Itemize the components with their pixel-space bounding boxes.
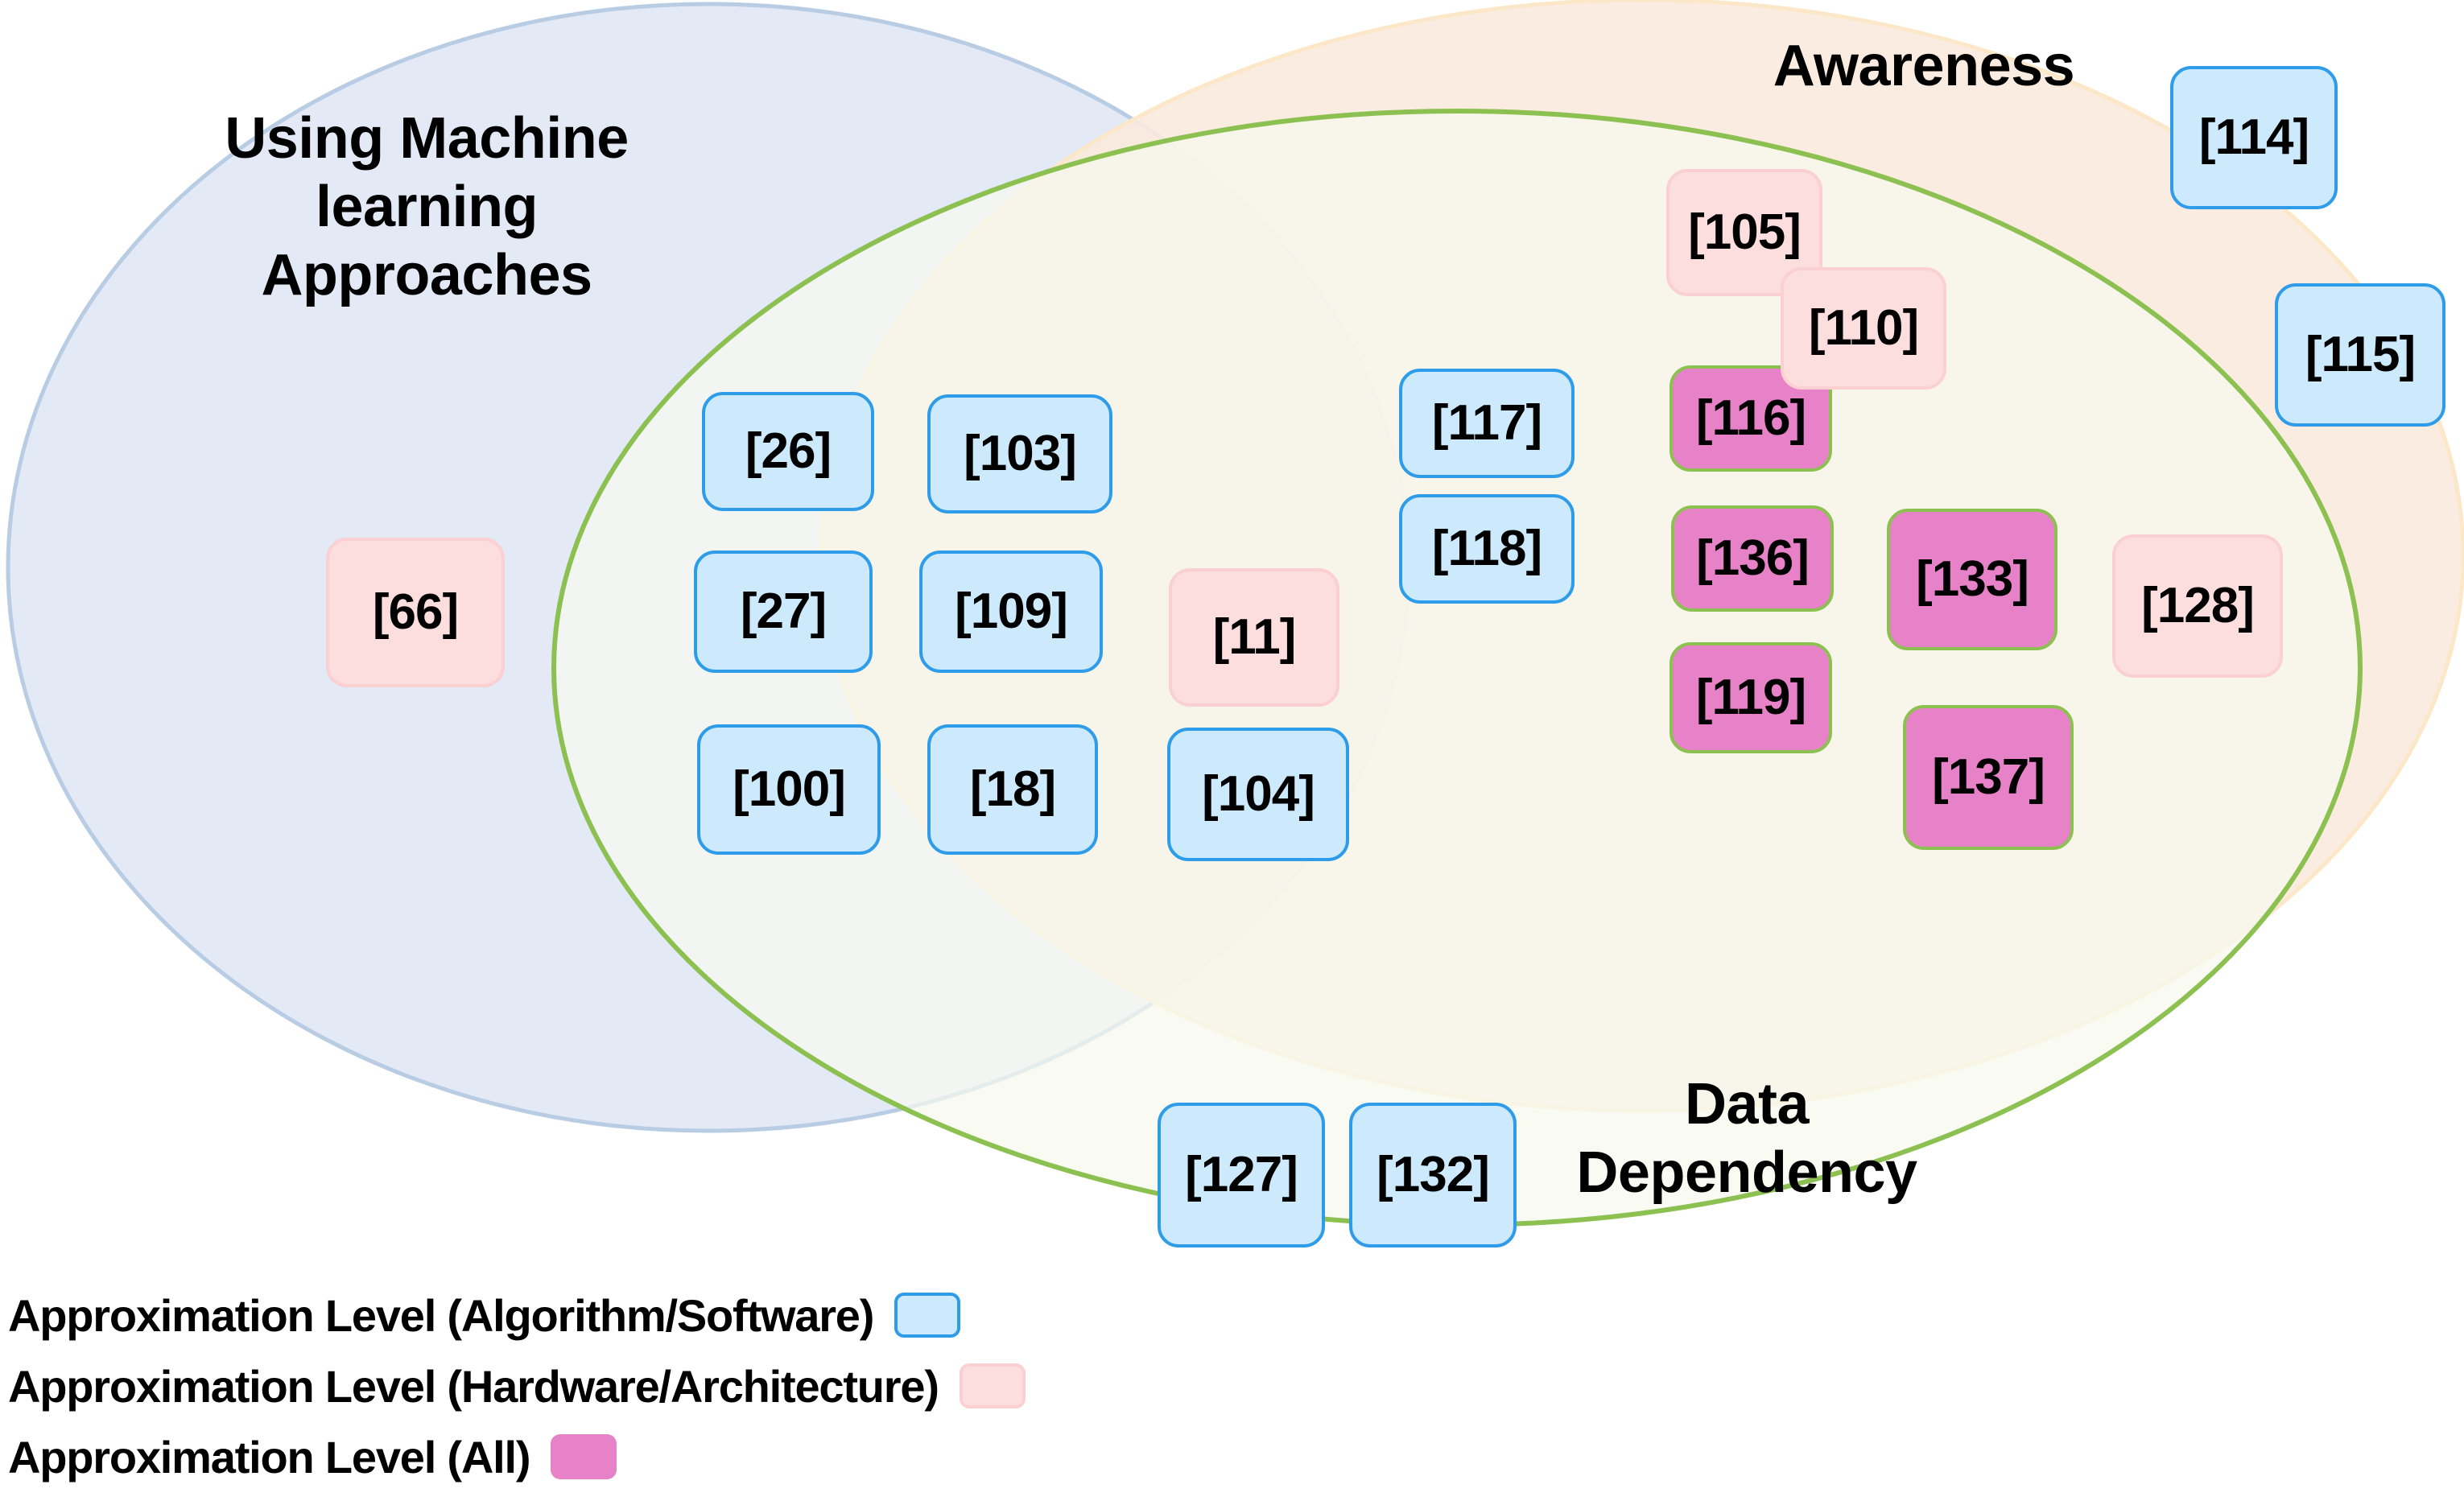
reference-chip[interactable]: [136] bbox=[1671, 505, 1834, 612]
legend-color-swatch bbox=[551, 1434, 617, 1479]
reference-chip[interactable]: [27] bbox=[694, 551, 873, 673]
reference-chip[interactable]: [127] bbox=[1158, 1103, 1325, 1248]
reference-chip[interactable]: [128] bbox=[2112, 534, 2283, 678]
legend-item: Approximation Level (All) bbox=[8, 1421, 1215, 1492]
legend-color-swatch bbox=[894, 1293, 961, 1338]
reference-chip[interactable]: [11] bbox=[1169, 568, 1339, 707]
reference-chip[interactable]: [115] bbox=[2275, 283, 2445, 427]
legend-item-label: Approximation Level (Algorithm/Software) bbox=[8, 1289, 874, 1341]
reference-chip[interactable]: [103] bbox=[927, 394, 1112, 513]
reference-chip[interactable]: [18] bbox=[927, 724, 1098, 855]
reference-chip[interactable]: [117] bbox=[1399, 369, 1575, 478]
reference-chip[interactable]: [116] bbox=[1669, 365, 1832, 472]
reference-chip[interactable]: [132] bbox=[1349, 1103, 1517, 1248]
legend-item-label: Approximation Level (Hardware/Architectu… bbox=[8, 1360, 939, 1412]
reference-chip[interactable]: [137] bbox=[1903, 705, 2074, 850]
reference-chip[interactable]: [104] bbox=[1167, 728, 1349, 861]
reference-chip[interactable]: [119] bbox=[1669, 642, 1832, 753]
reference-chip[interactable]: [109] bbox=[919, 551, 1103, 673]
reference-chip[interactable]: [133] bbox=[1887, 509, 2057, 650]
reference-chip[interactable]: [66] bbox=[326, 538, 505, 687]
reference-chip[interactable]: [110] bbox=[1781, 267, 1946, 390]
set-label-awareness: Awareness bbox=[1773, 34, 2075, 98]
legend: Approximation Level (Algorithm/Software)… bbox=[8, 1280, 1215, 1492]
set-label-using-machine-learning-approaches: Using Machine learning Approaches bbox=[225, 106, 629, 307]
reference-chip[interactable]: [26] bbox=[702, 392, 874, 511]
reference-chip[interactable]: [100] bbox=[697, 724, 881, 855]
legend-color-swatch bbox=[959, 1363, 1026, 1408]
legend-item: Approximation Level (Algorithm/Software) bbox=[8, 1280, 1215, 1351]
reference-chip[interactable]: [114] bbox=[2170, 66, 2338, 209]
legend-item: Approximation Level (Hardware/Architectu… bbox=[8, 1351, 1215, 1421]
set-label-data-dependency: Data Dependency bbox=[1576, 1072, 1917, 1205]
legend-item-label: Approximation Level (All) bbox=[8, 1431, 530, 1483]
reference-chip[interactable]: [118] bbox=[1399, 494, 1575, 604]
